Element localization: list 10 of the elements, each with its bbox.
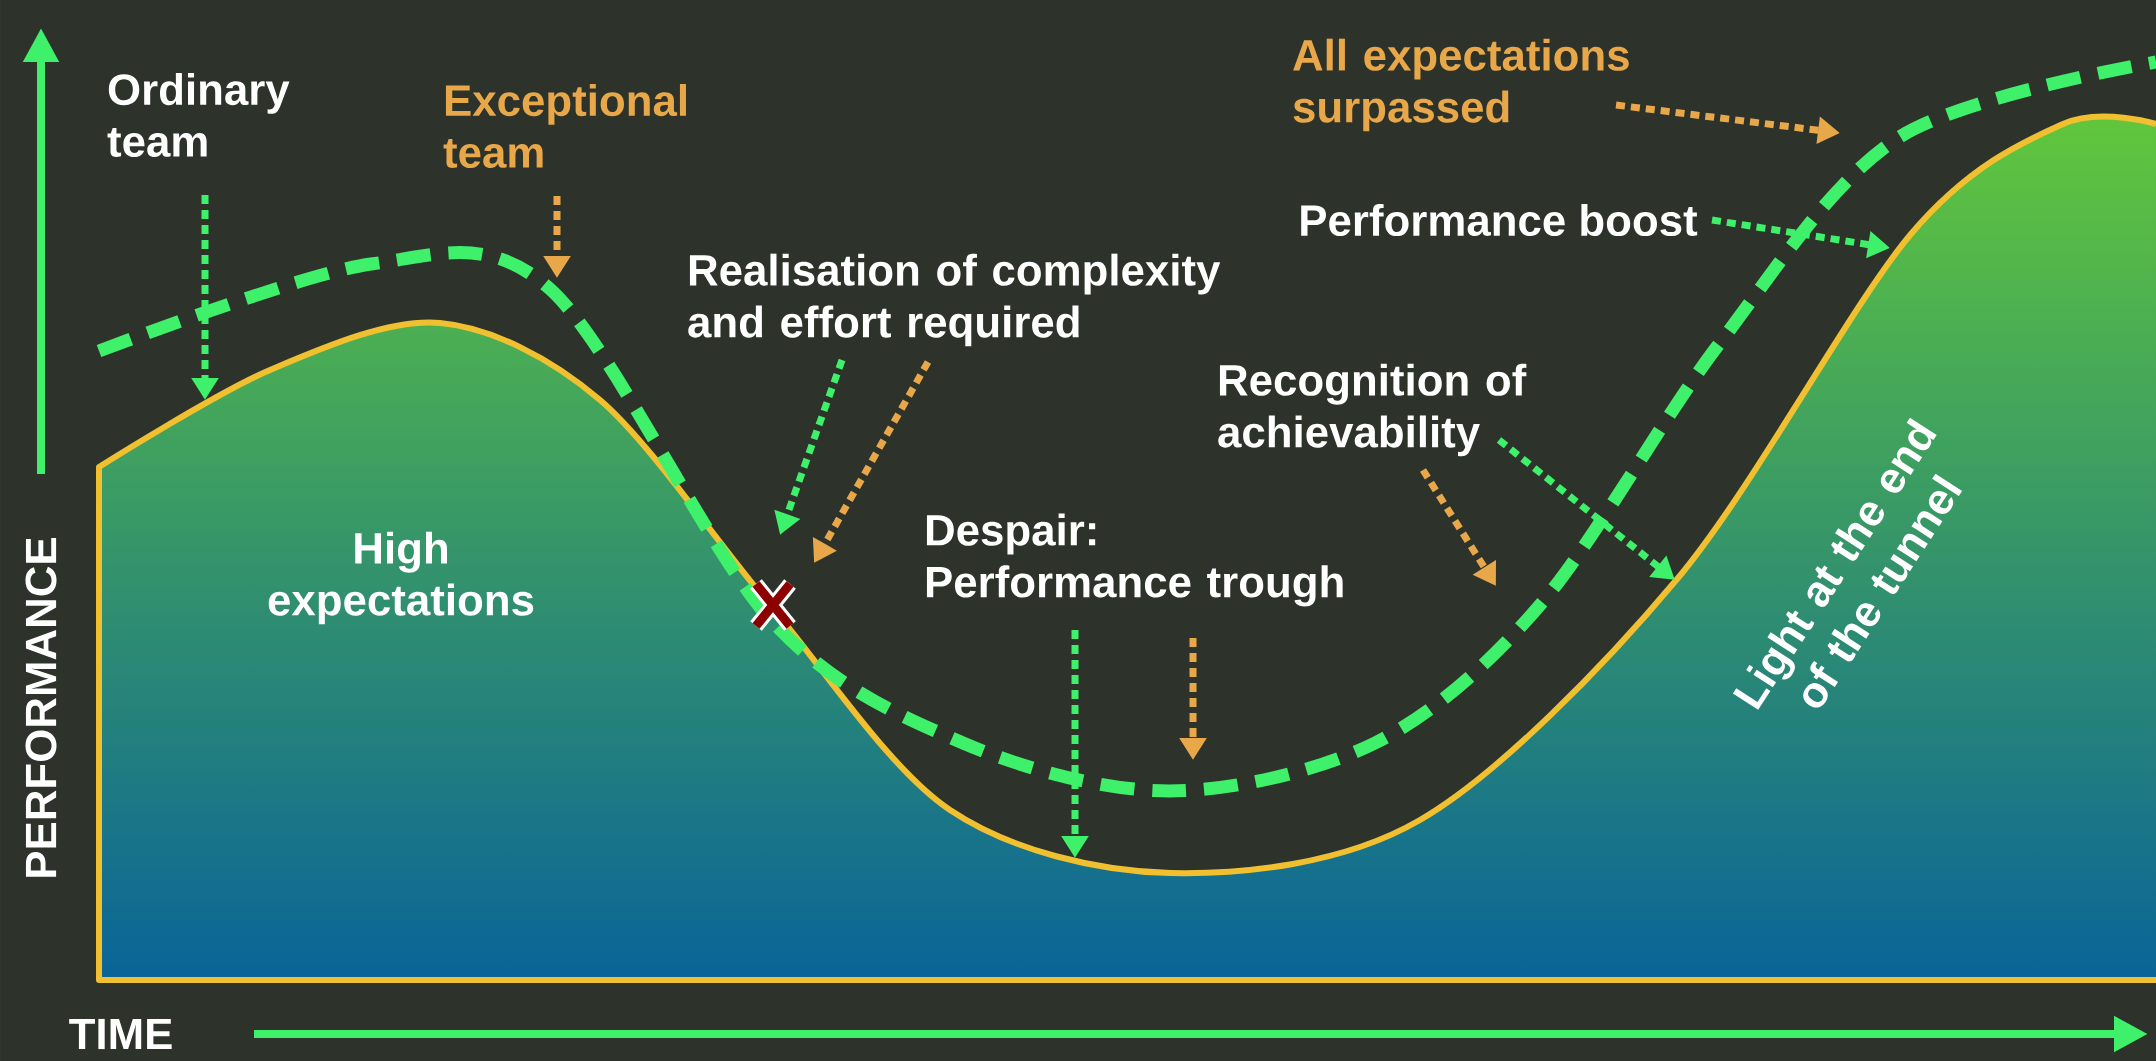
axis-label: PERFORMANCE [25, 538, 57, 877]
annotation-text: All expectations surpassed [1293, 38, 1629, 132]
annotation-text: Ordinary team [107, 73, 290, 157]
annotation-text: Recognition of achievability [1218, 363, 1527, 457]
annotation-text: Despair: Performance trough [926, 513, 1343, 607]
axis-label: TIME [69, 1018, 172, 1050]
area-label: High expectations [268, 531, 534, 625]
annotation-text: Performance boost [1301, 203, 1698, 237]
annotation-text: Exceptional team [443, 84, 686, 168]
annotation-text: Realisation of complexity and effort required [688, 253, 1221, 347]
